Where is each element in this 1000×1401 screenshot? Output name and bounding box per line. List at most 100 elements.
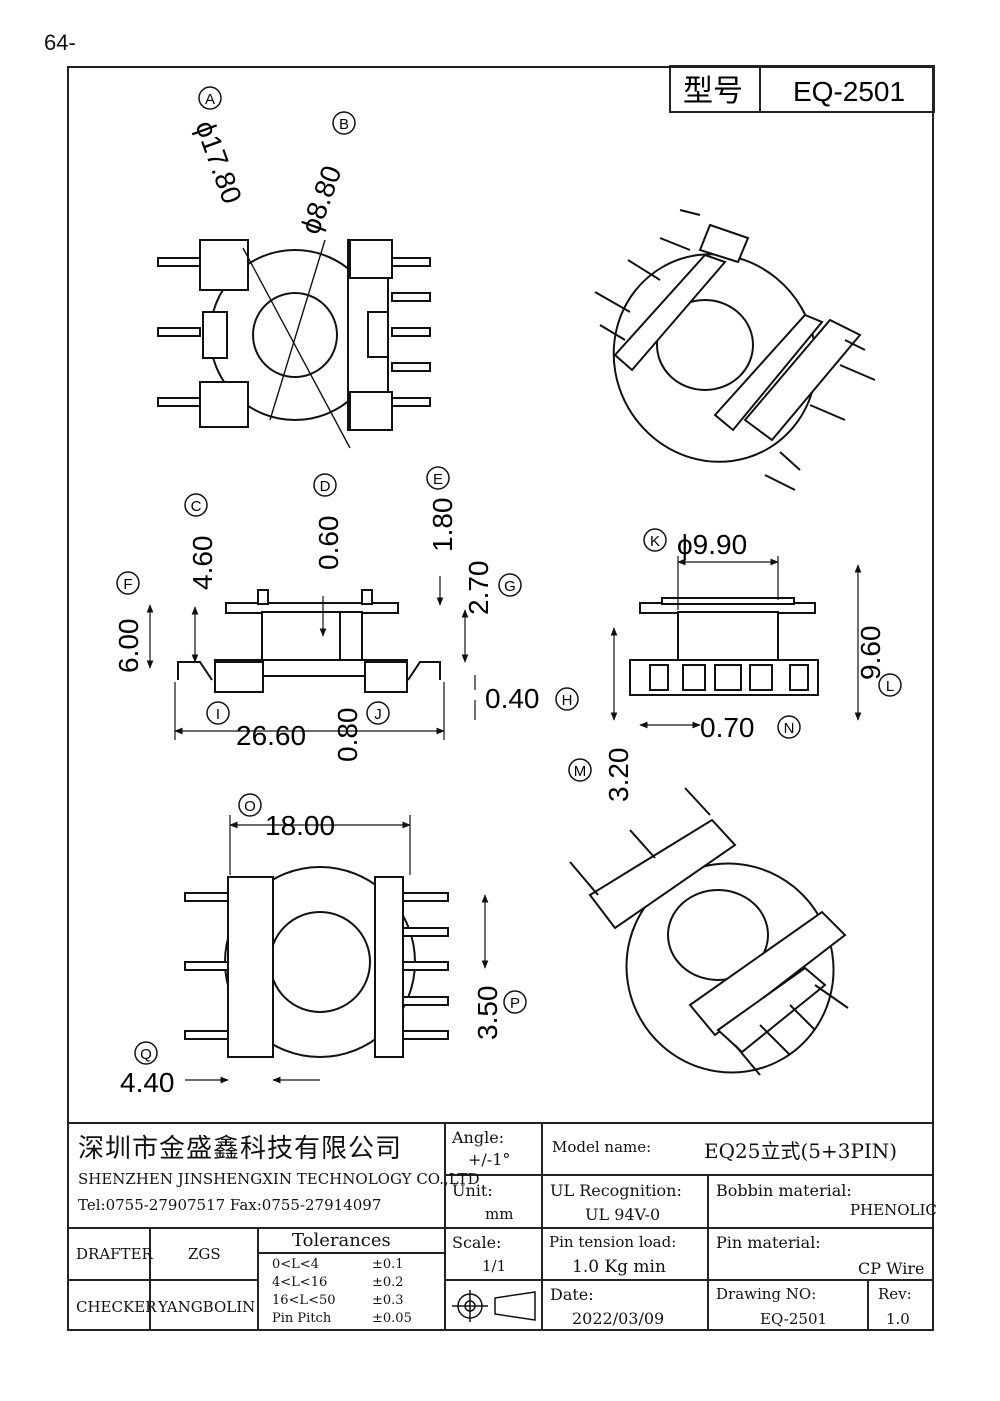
checker-value: YANGBOLIN <box>158 1298 256 1316</box>
dim-E: 1.80 <box>427 498 458 553</box>
label-M: M <box>568 758 592 782</box>
label-G: G <box>498 573 522 597</box>
drawing-no-label: Drawing NO: <box>716 1285 817 1303</box>
bottom-view-dims <box>185 815 489 1084</box>
bottom-view <box>184 866 449 1058</box>
label-K: K <box>643 528 667 552</box>
drafter-label: DRAFTER <box>76 1245 153 1263</box>
company-name-cn: 深圳市金盛鑫科技有限公司 <box>78 1134 403 1164</box>
rev-label: Rev: <box>878 1285 912 1303</box>
ul-label: UL Recognition: <box>550 1181 682 1200</box>
unit-value: mm <box>485 1205 514 1223</box>
top-view <box>157 239 431 449</box>
label-I: I <box>206 701 230 725</box>
bobbin-material-label: Bobbin material: <box>716 1181 852 1200</box>
drafter-value: ZGS <box>188 1245 221 1263</box>
dim-H: 0.40 <box>485 683 540 714</box>
dim-J: 0.80 <box>332 708 363 763</box>
svg-text:D: D <box>320 478 331 495</box>
bobbin-material-value: PHENOLIC <box>850 1201 937 1219</box>
svg-text:Q: Q <box>140 1046 152 1063</box>
dim-M: 3.20 <box>603 748 634 803</box>
dim-A: ϕ17.80 <box>189 116 247 207</box>
label-L: L <box>878 673 902 697</box>
svg-text:F: F <box>123 576 132 593</box>
side-view <box>177 589 441 693</box>
label-D: D <box>313 473 337 497</box>
pin-material-label: Pin material: <box>716 1233 821 1252</box>
svg-text:B: B <box>339 116 349 133</box>
scale-value: 1/1 <box>482 1257 507 1275</box>
drawing-no-value: EQ-2501 <box>760 1310 828 1328</box>
right-view <box>629 597 819 696</box>
svg-text:C: C <box>191 498 202 515</box>
label-H: H <box>555 687 579 711</box>
projection-symbol <box>452 1290 536 1322</box>
dim-F: 6.00 <box>113 619 144 674</box>
title-block-grid <box>67 1122 934 1331</box>
tolerance-row: 16<L<50±0.3 <box>272 1293 404 1308</box>
svg-text:J: J <box>374 706 382 723</box>
model-header-box <box>669 65 935 113</box>
label-P: P <box>503 990 527 1014</box>
drawing-frame <box>67 66 934 1331</box>
svg-text:N: N <box>784 720 795 737</box>
label-J: J <box>366 701 390 725</box>
tolerance-row: 0<L<4±0.1 <box>272 1257 404 1272</box>
dim-P: 3.50 <box>472 986 503 1041</box>
date-value: 2022/03/09 <box>572 1309 665 1328</box>
iso-view-bottom <box>569 787 849 1076</box>
svg-text:G: G <box>504 578 516 595</box>
dim-Q: 4.40 <box>120 1067 175 1098</box>
svg-text:A: A <box>205 91 215 108</box>
label-N: N <box>777 715 801 739</box>
label-O: O <box>238 793 262 817</box>
svg-text:I: I <box>216 706 220 723</box>
rev-value: 1.0 <box>886 1310 910 1328</box>
label-C: C <box>184 493 208 517</box>
model-name-value: EQ25立式(5+3PIN) <box>704 1139 898 1163</box>
pin-tension-label: Pin tension load: <box>549 1233 677 1251</box>
unit-label: Unit: <box>452 1181 493 1200</box>
model-name-label: Model name: <box>552 1138 652 1156</box>
ul-value: UL 94V-0 <box>585 1205 661 1224</box>
type-label: 型号 <box>683 75 743 108</box>
tolerance-row: Pin Pitch±0.05 <box>272 1311 412 1326</box>
dim-K: ϕ9.90 <box>677 529 747 560</box>
svg-text:O: O <box>244 798 256 815</box>
side-view-dims <box>146 576 476 740</box>
dim-D: 0.60 <box>313 516 344 571</box>
pin-material-value: CP Wire <box>858 1259 925 1278</box>
dim-N: 0.70 <box>700 712 755 743</box>
right-view-dims <box>610 556 862 729</box>
dim-I: 26.60 <box>236 720 306 751</box>
svg-text:L: L <box>886 678 894 695</box>
page-number: 64- <box>44 30 76 55</box>
label-Q: Q <box>134 1041 158 1065</box>
dim-C: 4.60 <box>187 536 218 591</box>
dim-O: 18.00 <box>265 810 335 841</box>
pin-tension-value: 1.0 Kg min <box>572 1257 666 1277</box>
checker-label: CHECKER <box>76 1298 157 1316</box>
dim-L: 9.60 <box>855 626 886 681</box>
model-code: EQ-2501 <box>793 76 905 107</box>
angle-label: Angle: <box>452 1128 505 1147</box>
date-label: Date: <box>550 1285 594 1304</box>
tolerances-title: Tolerances <box>292 1230 391 1251</box>
company-name-en: SHENZHEN JINSHENGXIN TECHNOLOGY CO.,LTD <box>78 1170 480 1188</box>
svg-text:K: K <box>650 533 660 550</box>
scale-label: Scale: <box>452 1233 502 1252</box>
label-F: F <box>116 571 140 595</box>
svg-text:P: P <box>510 995 520 1012</box>
dim-B: ϕ8.80 <box>295 161 348 238</box>
label-E: E <box>426 466 450 490</box>
iso-view-top <box>594 209 876 491</box>
label-A: A <box>198 86 222 110</box>
tolerances-table: 0<L<4±0.1 4<L<16±0.2 16<L<50±0.3 Pin Pit… <box>272 1256 442 1328</box>
svg-text:M: M <box>574 763 587 780</box>
svg-text:E: E <box>433 471 443 488</box>
label-B: B <box>332 111 356 135</box>
tolerance-row: 4<L<16±0.2 <box>272 1275 404 1290</box>
dim-G: 2.70 <box>463 561 494 616</box>
